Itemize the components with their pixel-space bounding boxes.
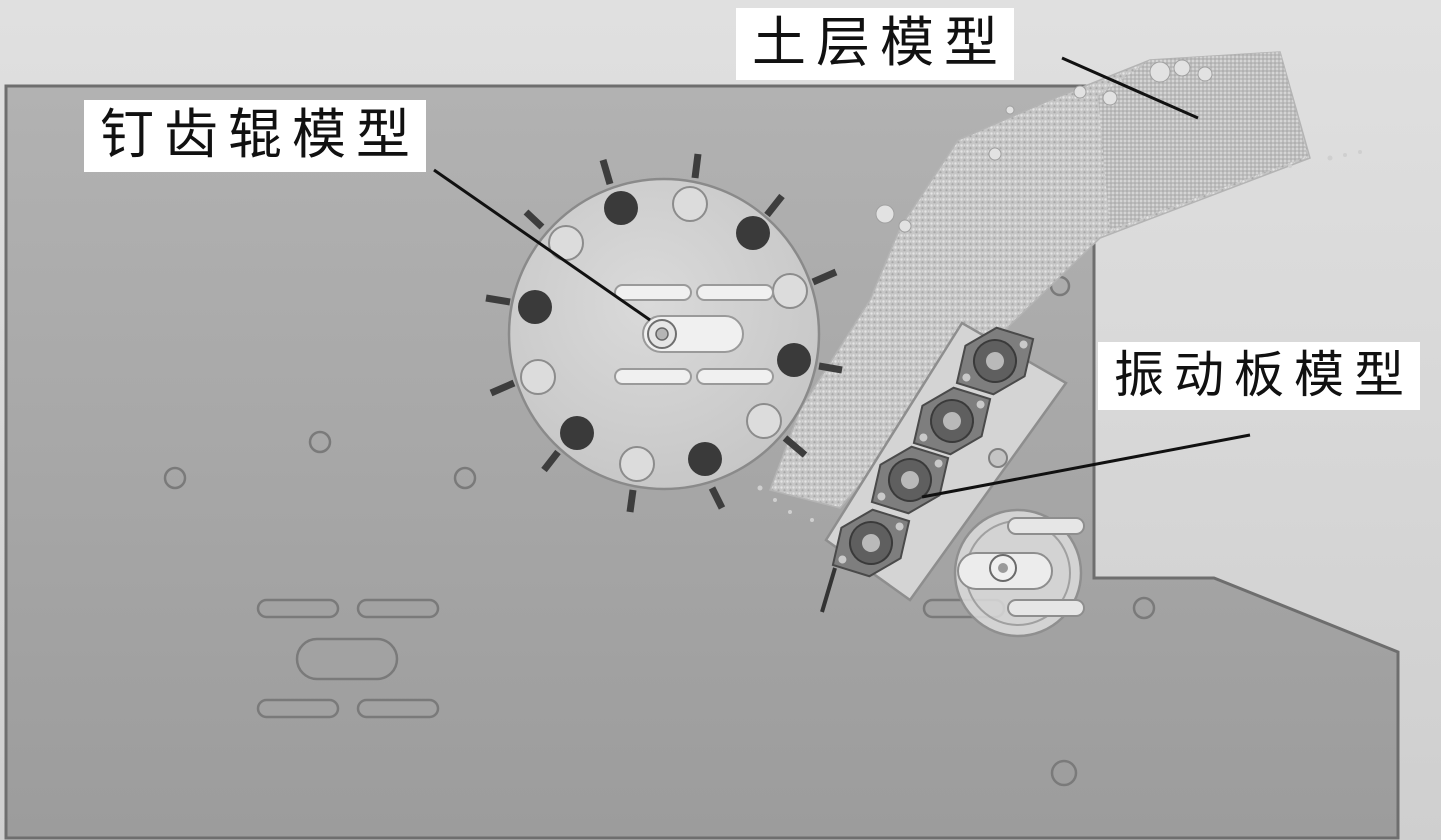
roller-slot [696, 368, 774, 385]
roller-light-hole [619, 446, 655, 482]
plate-bracket [820, 567, 837, 613]
roller-slot [696, 284, 774, 301]
roller-spike [764, 193, 785, 218]
roller-spike [708, 486, 726, 510]
roller-dark-hole [604, 191, 638, 225]
disc-shaft-core [998, 563, 1008, 573]
roller-spike [818, 362, 843, 374]
roller-light-hole [672, 186, 708, 222]
roller-spikes [485, 153, 843, 513]
bearing-seat [912, 386, 992, 456]
disc-slot [1007, 517, 1085, 535]
roller-light-hole [520, 359, 556, 395]
roller-shaft-core [655, 327, 669, 341]
label-vibrating-plate: 振动板模型 [1098, 342, 1420, 410]
plate-slot [256, 598, 340, 619]
roller-spike [523, 209, 545, 230]
plate-hole [1132, 596, 1156, 620]
roller-light-hole [772, 273, 808, 309]
soil-layer-model [757, 51, 1362, 522]
plate-hole [308, 430, 332, 454]
disc-slot [1007, 599, 1085, 617]
plate-slot [356, 598, 440, 619]
roller-spike [599, 159, 614, 185]
plate-slot [256, 698, 340, 719]
soil-clumps [875, 59, 1213, 233]
plate-bolt [988, 448, 1008, 468]
roller-light-holes [520, 186, 808, 482]
plate-hole [1050, 759, 1078, 787]
bearing-seat [955, 326, 1035, 396]
label-soil-layer: 土层模型 [736, 8, 1014, 80]
roller-spike [485, 294, 511, 306]
roller-spike [541, 449, 561, 473]
roller-spike [626, 489, 637, 513]
leader-line-soil [1061, 56, 1199, 120]
roller-dark-hole [736, 216, 770, 250]
plate-slot [295, 637, 399, 681]
leader-lines [433, 56, 1251, 499]
roller-dark-holes [518, 191, 811, 476]
roller-light-hole [746, 403, 782, 439]
roller-dark-hole [560, 416, 594, 450]
leader-line-roller [433, 168, 651, 322]
label-spike-roller: 钉齿辊模型 [84, 100, 426, 172]
roller-spike [782, 435, 808, 458]
plate-hole [163, 466, 187, 490]
roller-spike [489, 379, 516, 397]
roller-slot [614, 284, 692, 301]
soil-scatter [757, 150, 1362, 522]
leader-line-plate [921, 433, 1251, 499]
roller-dark-hole [688, 442, 722, 476]
roller-dark-hole [777, 343, 811, 377]
spike-roller-model [485, 153, 843, 513]
roller-dark-hole [518, 290, 552, 324]
roller-slot [614, 368, 692, 385]
bearing-seat [831, 508, 911, 578]
roller-spike [691, 153, 702, 179]
plate-hole [453, 466, 477, 490]
roller-spike [811, 268, 838, 286]
plate-slot [356, 698, 440, 719]
eccentric-disc [953, 508, 1085, 638]
